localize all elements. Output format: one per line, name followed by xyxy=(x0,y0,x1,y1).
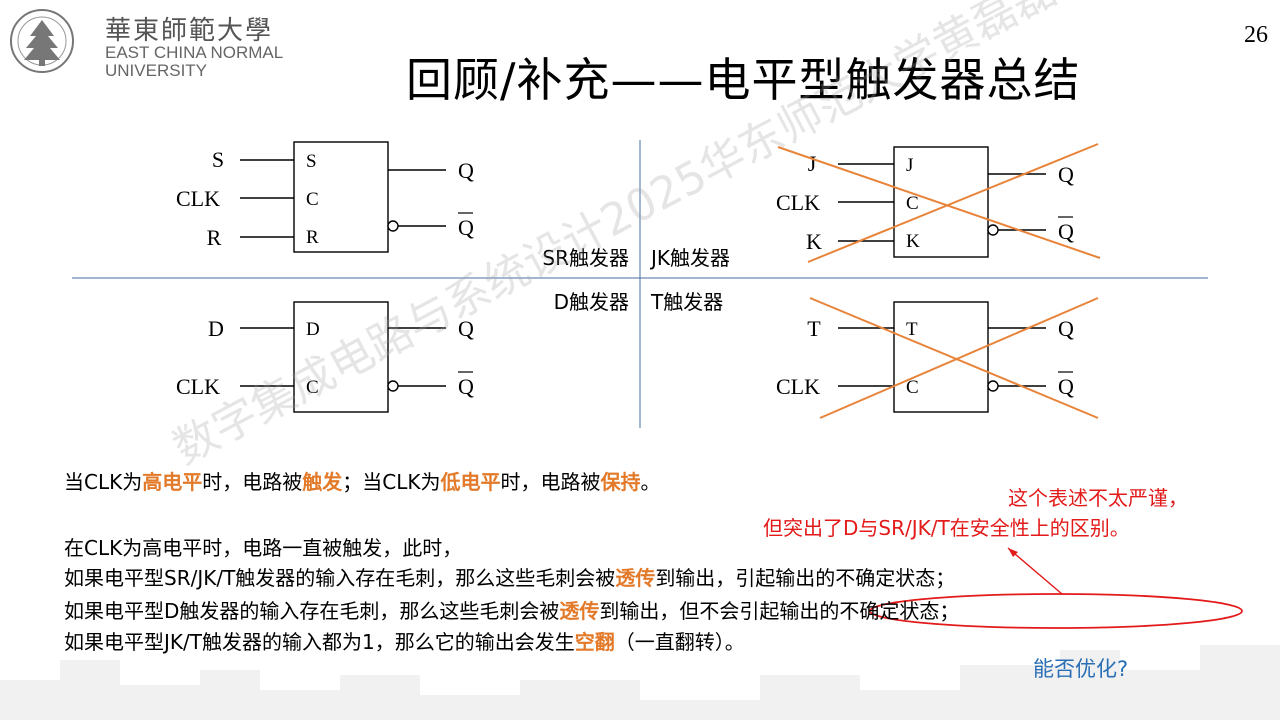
university-name-cn: 華東師範大學 xyxy=(105,16,274,46)
university-name-en-line2: UNIVERSITY xyxy=(105,61,208,80)
annotation-note-line2: 但突出了D与SR/JK/T在安全性上的区别。 xyxy=(763,516,1130,540)
body-line-3: 如果电平型SR/JK/T触发器的输入存在毛刺，那么这些毛刺会被透传到输出，引起输… xyxy=(64,566,956,590)
t-input-clk: CLK xyxy=(776,374,820,399)
jk-output-q: Q xyxy=(1058,162,1074,187)
university-name-en-line1: EAST CHINA NORMAL xyxy=(105,43,284,62)
jk-input-j: J xyxy=(808,151,817,176)
sr-pin-r: R xyxy=(306,227,319,248)
d-output-qbar: Q xyxy=(458,374,474,399)
jk-flip-flop: J CLK K J C K Q Q xyxy=(776,143,1101,263)
d-output-q: Q xyxy=(458,316,474,341)
t-pin-c: C xyxy=(906,377,919,398)
annotation-arrow xyxy=(1007,547,1063,595)
t-output-qbar: Q xyxy=(1058,374,1074,399)
sr-input-r: R xyxy=(207,225,222,250)
tree-seal-icon xyxy=(10,9,74,73)
annotation-note-line1: 这个表述不太严谨， xyxy=(1008,486,1188,510)
sr-output-q: Q xyxy=(458,158,474,183)
page-number: 26 xyxy=(1244,22,1268,48)
university-logo: 華東師範大學 EAST CHINA NORMAL UNIVERSITY xyxy=(8,6,298,80)
jk-pin-j: J xyxy=(906,155,913,176)
body-line-4: 如果电平型D触发器的输入存在毛刺，那么这些毛刺会被透传到输出，但不会引起输出的不… xyxy=(64,599,960,623)
caption-d: D触发器 xyxy=(554,290,629,314)
jk-output-qbar: Q xyxy=(1058,219,1074,244)
sr-pin-s: S xyxy=(306,151,317,172)
sr-output-qbar: Q xyxy=(458,215,474,240)
t-pin-t: T xyxy=(906,319,918,340)
caption-jk: JK触发器 xyxy=(649,246,730,270)
d-flip-flop: D CLK D C Q Q xyxy=(176,301,474,413)
t-flip-flop: T CLK T C Q Q xyxy=(776,297,1099,419)
d-pin-d: D xyxy=(306,319,320,340)
body-line-5: 如果电平型JK/T触发器的输入都为1，那么它的输出会发生空翻（一直翻转）。 xyxy=(64,630,745,654)
sr-input-clk: CLK xyxy=(176,186,220,211)
caption-sr: SR触发器 xyxy=(542,246,629,270)
caption-t: T触发器 xyxy=(650,290,723,314)
jk-pin-c: C xyxy=(906,193,919,214)
jk-input-k: K xyxy=(806,229,822,254)
jk-pin-k: K xyxy=(906,231,920,252)
highlight-ellipse xyxy=(869,593,1243,629)
d-input-d: D xyxy=(208,316,224,341)
d-input-clk: CLK xyxy=(176,374,220,399)
body-line-2: 在CLK为高电平时，电路一直被触发，此时， xyxy=(64,536,463,560)
sr-input-s: S xyxy=(212,147,224,172)
t-cross-line-2 xyxy=(819,297,1099,419)
t-output-q: Q xyxy=(1058,316,1074,341)
sr-pin-c: C xyxy=(306,189,319,210)
t-input-t: T xyxy=(807,316,821,341)
t-cross-line-1 xyxy=(809,297,1099,419)
slide-title: 回顾/补充——电平型触发器总结 xyxy=(406,53,1081,107)
jk-cross-line-1 xyxy=(777,146,1101,259)
jk-input-clk: CLK xyxy=(776,190,820,215)
d-pin-c: C xyxy=(306,377,319,398)
body-line-1: 当CLK为高电平时，电路被触发；当CLK为低电平时，电路被保持。 xyxy=(64,470,661,494)
optimize-question: 能否优化? xyxy=(1033,657,1129,681)
sr-flip-flop: S CLK R S C R Q Q xyxy=(176,141,474,253)
jk-cross-line-2 xyxy=(807,143,1099,263)
